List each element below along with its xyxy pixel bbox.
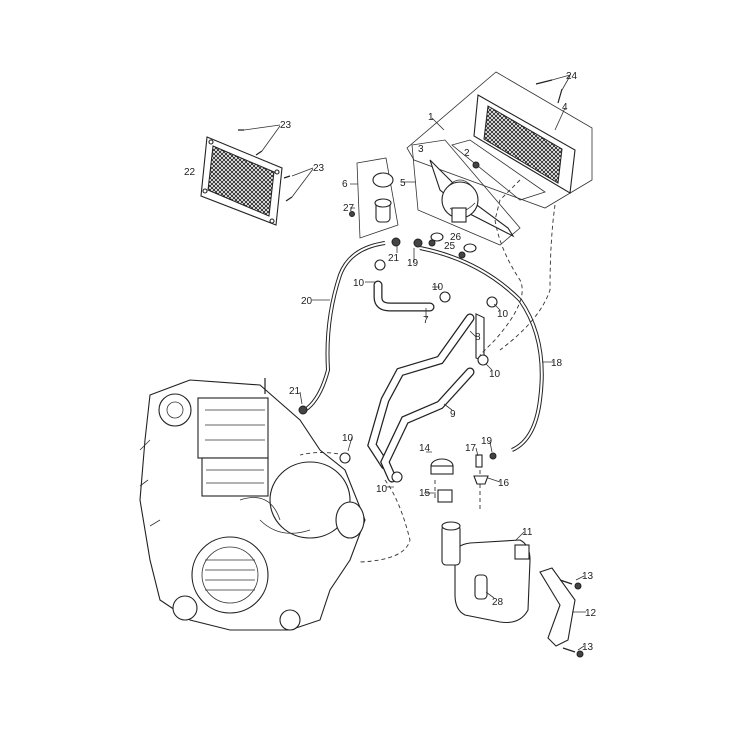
callout-11: 11 <box>522 527 533 538</box>
callout-16: 16 <box>498 478 510 489</box>
engine <box>139 378 366 631</box>
washers-nuts <box>428 232 477 259</box>
callout-10e: 10 <box>342 433 354 444</box>
callout-8: 8 <box>475 332 481 343</box>
callout-25: 25 <box>444 241 456 252</box>
callout-labels: 1 2 3 4 5 6 7 8 9 10 10 10 10 10 10 11 1… <box>184 71 597 653</box>
callout-10a: 10 <box>353 278 365 289</box>
callout-10d: 10 <box>489 369 501 380</box>
callout-22: 22 <box>184 167 196 178</box>
callout-9: 9 <box>450 409 456 420</box>
routing-lines <box>299 179 556 563</box>
callout-18: 18 <box>551 358 563 369</box>
cooling-fan <box>411 139 546 246</box>
callout-24: 24 <box>566 71 578 82</box>
callout-26: 26 <box>450 232 462 243</box>
callout-27: 27 <box>343 203 355 214</box>
tank-bracket <box>539 567 584 658</box>
callout-1: 1 <box>428 112 434 123</box>
callout-17: 17 <box>465 443 477 454</box>
callout-20: 20 <box>301 296 313 307</box>
callout-6: 6 <box>342 179 348 190</box>
leader-lines <box>299 181 586 651</box>
callout-21b: 21 <box>289 386 301 397</box>
callout-23b: 23 <box>313 163 325 174</box>
hose-clamps <box>298 237 498 483</box>
coolant-hoses <box>303 241 544 483</box>
callout-14: 14 <box>419 443 431 454</box>
callout-21a: 21 <box>388 253 400 264</box>
callout-28: 28 <box>492 597 504 608</box>
callout-5: 5 <box>400 178 406 189</box>
radiator-assembly <box>406 71 593 363</box>
callout-2: 2 <box>464 148 470 159</box>
expansion-tank-parts <box>430 454 489 503</box>
callout-23a: 23 <box>280 120 292 131</box>
callout-13a: 13 <box>582 571 594 582</box>
callout-10b: 10 <box>432 282 444 293</box>
radiator-grille <box>200 136 283 226</box>
grille-screws <box>238 124 314 202</box>
callout-10c: 10 <box>497 309 509 320</box>
expansion-tank <box>441 521 531 624</box>
callout-19b: 19 <box>481 436 493 447</box>
callout-15: 15 <box>419 488 431 499</box>
callout-4: 4 <box>562 102 568 113</box>
overflow-reservoir <box>349 157 399 239</box>
callout-13b: 13 <box>582 642 594 653</box>
callout-19a: 19 <box>407 258 419 269</box>
callout-12: 12 <box>585 608 597 619</box>
callout-7: 7 <box>423 315 429 326</box>
callout-3: 3 <box>418 144 424 155</box>
callout-10f: 10 <box>376 484 388 495</box>
